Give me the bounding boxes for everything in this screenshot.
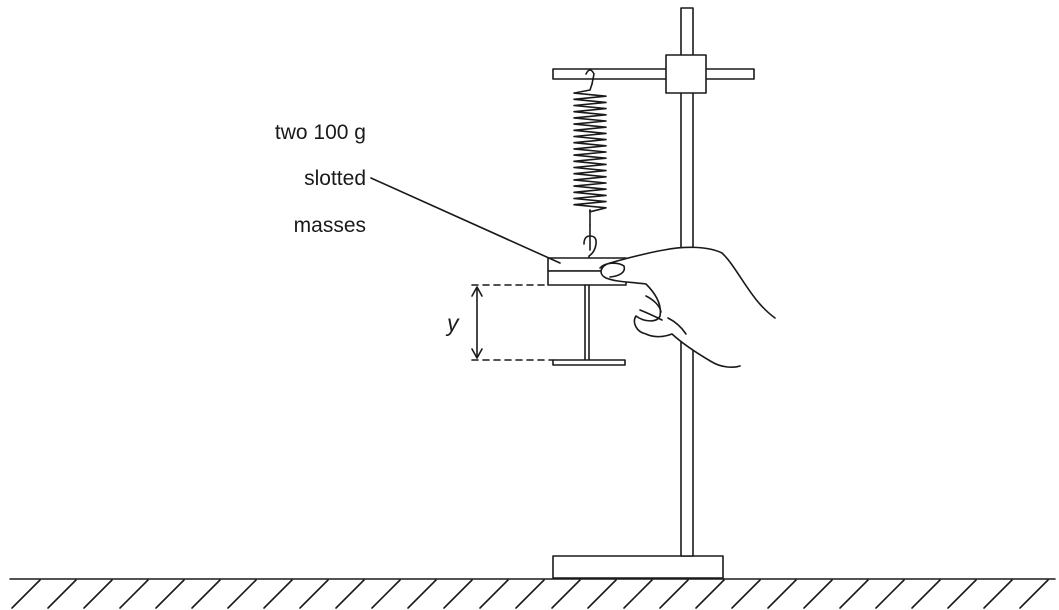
hatch-line bbox=[119, 579, 149, 609]
thumb-nail bbox=[599, 262, 626, 278]
ground-hatching bbox=[11, 579, 1049, 609]
hatch-line bbox=[227, 579, 257, 609]
hatch-line bbox=[407, 579, 437, 609]
hatch-line bbox=[299, 579, 329, 609]
hatch-line bbox=[83, 579, 113, 609]
masses-label-leader bbox=[370, 177, 561, 264]
boss-clamp bbox=[665, 54, 707, 94]
ground bbox=[9, 578, 1056, 609]
hatch-line bbox=[155, 579, 185, 609]
hatch-line bbox=[191, 579, 221, 609]
spring-coil bbox=[573, 83, 607, 213]
masses-label-line2: slotted bbox=[304, 167, 366, 190]
hatch-line bbox=[803, 579, 833, 609]
extension-variable-label: y bbox=[445, 310, 460, 336]
finger-crease-3 bbox=[667, 317, 687, 335]
hatch-line bbox=[695, 579, 725, 609]
hand-outline bbox=[600, 246, 776, 368]
finger-crease-2 bbox=[639, 309, 663, 321]
hatch-line bbox=[659, 579, 689, 609]
hatch-line bbox=[947, 579, 977, 609]
mass-hanger-hook bbox=[583, 224, 597, 259]
finger-crease-1 bbox=[645, 295, 662, 313]
hatch-line bbox=[911, 579, 941, 609]
hatch-line bbox=[731, 579, 761, 609]
hatch-line bbox=[371, 579, 401, 609]
hatch-line bbox=[767, 579, 797, 609]
spring-top-hook bbox=[585, 69, 595, 85]
hatch-line bbox=[875, 579, 905, 609]
hatch-line bbox=[263, 579, 293, 609]
spring bbox=[573, 69, 607, 259]
hatch-line bbox=[839, 579, 869, 609]
hand bbox=[599, 246, 776, 368]
hatch-line bbox=[335, 579, 365, 609]
hatch-line bbox=[11, 579, 41, 609]
extension-measurement bbox=[471, 284, 554, 361]
hatch-line bbox=[587, 579, 617, 609]
clamp-arm bbox=[552, 68, 755, 80]
hatch-line bbox=[1019, 579, 1049, 609]
hatch-line bbox=[479, 579, 509, 609]
stand-base bbox=[552, 555, 724, 579]
hatch-line bbox=[551, 579, 581, 609]
hatch-line bbox=[983, 579, 1013, 609]
hatch-line bbox=[623, 579, 653, 609]
hatch-line bbox=[443, 579, 473, 609]
masses-label-line3: masses bbox=[294, 214, 366, 237]
hatch-line bbox=[47, 579, 77, 609]
masses-label-line1: two 100 g bbox=[275, 121, 366, 144]
hanger-base bbox=[552, 359, 626, 366]
hatch-line bbox=[515, 579, 545, 609]
masses-label: two 100 g slotted masses bbox=[275, 121, 366, 237]
measure-arrowhead-bottom bbox=[471, 348, 483, 359]
measure-arrowhead-top bbox=[471, 286, 483, 297]
